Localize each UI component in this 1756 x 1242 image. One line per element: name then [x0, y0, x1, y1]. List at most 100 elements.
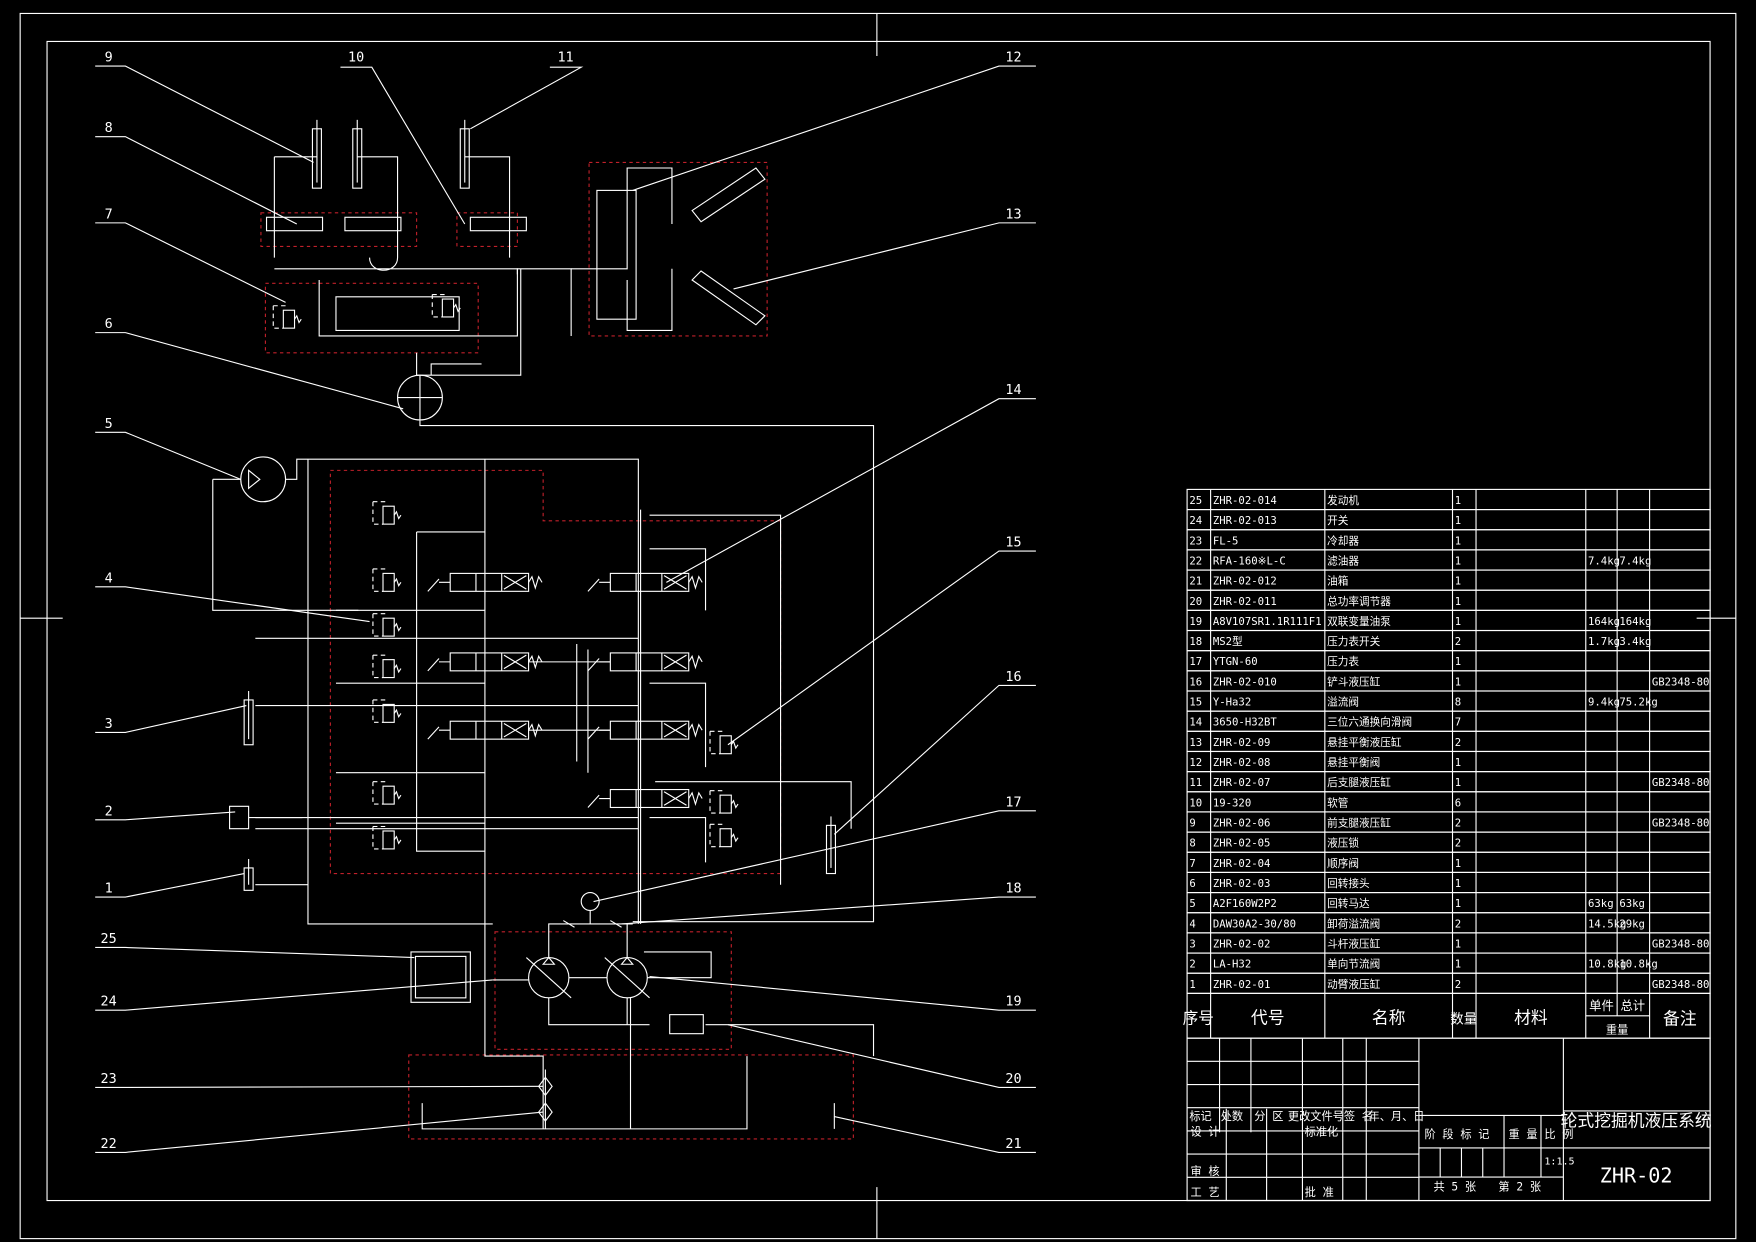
valve-spool: [427, 652, 527, 672]
cell-qty: 1: [1455, 575, 1461, 588]
pipe-line: [516, 268, 572, 336]
pipe-line: [229, 805, 303, 830]
cell-note: GB2348-80: [1652, 937, 1710, 950]
spring-icon: [453, 303, 461, 313]
cell-no: 1: [1189, 978, 1195, 991]
cell-no: 17: [1189, 655, 1202, 668]
pilot-line: [272, 305, 289, 329]
valve-body: [449, 652, 530, 672]
callout-number: 10: [348, 51, 364, 66]
cell-total: 75.2kg: [1619, 696, 1657, 709]
valve-body: [609, 788, 690, 809]
cell-code: ZHR-02-01: [1213, 978, 1271, 991]
component-boundary: [260, 212, 418, 247]
hydraulic-lock: [469, 216, 527, 232]
cell-no: 9: [1189, 817, 1195, 830]
pipe-line: [421, 923, 835, 1130]
cell-no: 6: [1189, 877, 1195, 890]
leader-line: [95, 222, 286, 303]
table-header: 序号代号名称数量材料单件总计重量备注: [1183, 992, 1711, 1039]
leader-line: [95, 65, 314, 163]
cell-qty: 8: [1455, 696, 1461, 709]
relief-valve: [709, 790, 739, 814]
cell-name: 后支腿液压缸: [1327, 776, 1391, 789]
pipe-line: [335, 531, 485, 852]
callout-number: 15: [1005, 536, 1021, 551]
leader-line: [727, 1024, 1036, 1088]
cell-note: GB2348-80: [1652, 776, 1710, 789]
cell-qty: 1: [1455, 514, 1461, 527]
callout-number: 24: [101, 995, 117, 1010]
cell-name: 发动机: [1327, 494, 1359, 507]
cell-qty: 1: [1455, 756, 1461, 769]
callout-number: 1: [105, 882, 113, 897]
relief-valve: [372, 613, 402, 637]
suspension-cylinder: [691, 270, 766, 326]
cell-total: 7.4kg: [1619, 554, 1651, 567]
relief-valve: [372, 654, 402, 679]
pressure-gauge: [580, 892, 600, 912]
cell-no: 4: [1189, 917, 1195, 930]
leader-line: [95, 332, 404, 410]
cell-qty: 1: [1455, 857, 1461, 870]
callout-number: 2: [105, 804, 113, 819]
cell-unit: 9.4kg: [1588, 696, 1620, 709]
relief-valve-body: [382, 830, 395, 850]
pipe-line: [335, 296, 460, 331]
valve-body: [449, 572, 530, 592]
standardize-label: 标准化: [1305, 1125, 1339, 1139]
spring-icon: [294, 314, 302, 324]
relief-valve-body: [382, 617, 395, 637]
suspension-balance-valve: [596, 189, 637, 320]
relief-valve: [431, 293, 461, 318]
leader-line: [621, 896, 1036, 925]
cell-no: 10: [1189, 796, 1202, 809]
cell-code: ZHR-02-012: [1213, 575, 1277, 588]
callout-number: 3: [105, 717, 113, 732]
valve-spool: [587, 789, 687, 808]
leader-line: [95, 946, 415, 959]
spring-icon: [528, 723, 543, 738]
revision-label: 更改文件号: [1288, 1109, 1344, 1123]
cell-no: 12: [1189, 756, 1202, 769]
pilot-line: [372, 501, 389, 525]
spring-icon: [688, 575, 703, 590]
cell-qty: 1: [1455, 675, 1461, 688]
cell-no: 8: [1189, 837, 1195, 850]
cell-code: DAW30A2-30/80: [1213, 917, 1296, 930]
pilot-line: [372, 781, 389, 805]
cell-no: 22: [1189, 554, 1202, 567]
approve-label: 批 准: [1305, 1185, 1334, 1199]
pilot-line: [372, 613, 389, 637]
callout-number: 5: [105, 417, 113, 432]
revision-label: 分 区: [1254, 1110, 1283, 1123]
cell-qty: 1: [1455, 877, 1461, 890]
cell-no: 14: [1189, 716, 1202, 729]
title-block-border: [1186, 1037, 1711, 1202]
leader-line: [593, 810, 1036, 903]
spring-icon: [393, 663, 402, 674]
cell-code: ZHR-02-06: [1213, 817, 1271, 830]
leader-line: [727, 550, 1036, 746]
cell-name: 软管: [1327, 796, 1348, 809]
power-regulator-spring: [669, 1014, 704, 1035]
row-border: [1186, 529, 1711, 551]
engine-block: [410, 951, 471, 1003]
leader-line: [340, 66, 466, 225]
cell-no: 23: [1189, 534, 1202, 547]
spring-icon: [528, 654, 543, 670]
cell-no: 13: [1189, 736, 1202, 749]
cell-qty: 1: [1455, 494, 1461, 507]
spring-icon: [688, 791, 703, 807]
relief-valve: [709, 823, 739, 848]
pump-triangle: [541, 956, 556, 965]
weight-label: 重 量: [1509, 1127, 1538, 1141]
cell-qty: 2: [1455, 917, 1461, 930]
